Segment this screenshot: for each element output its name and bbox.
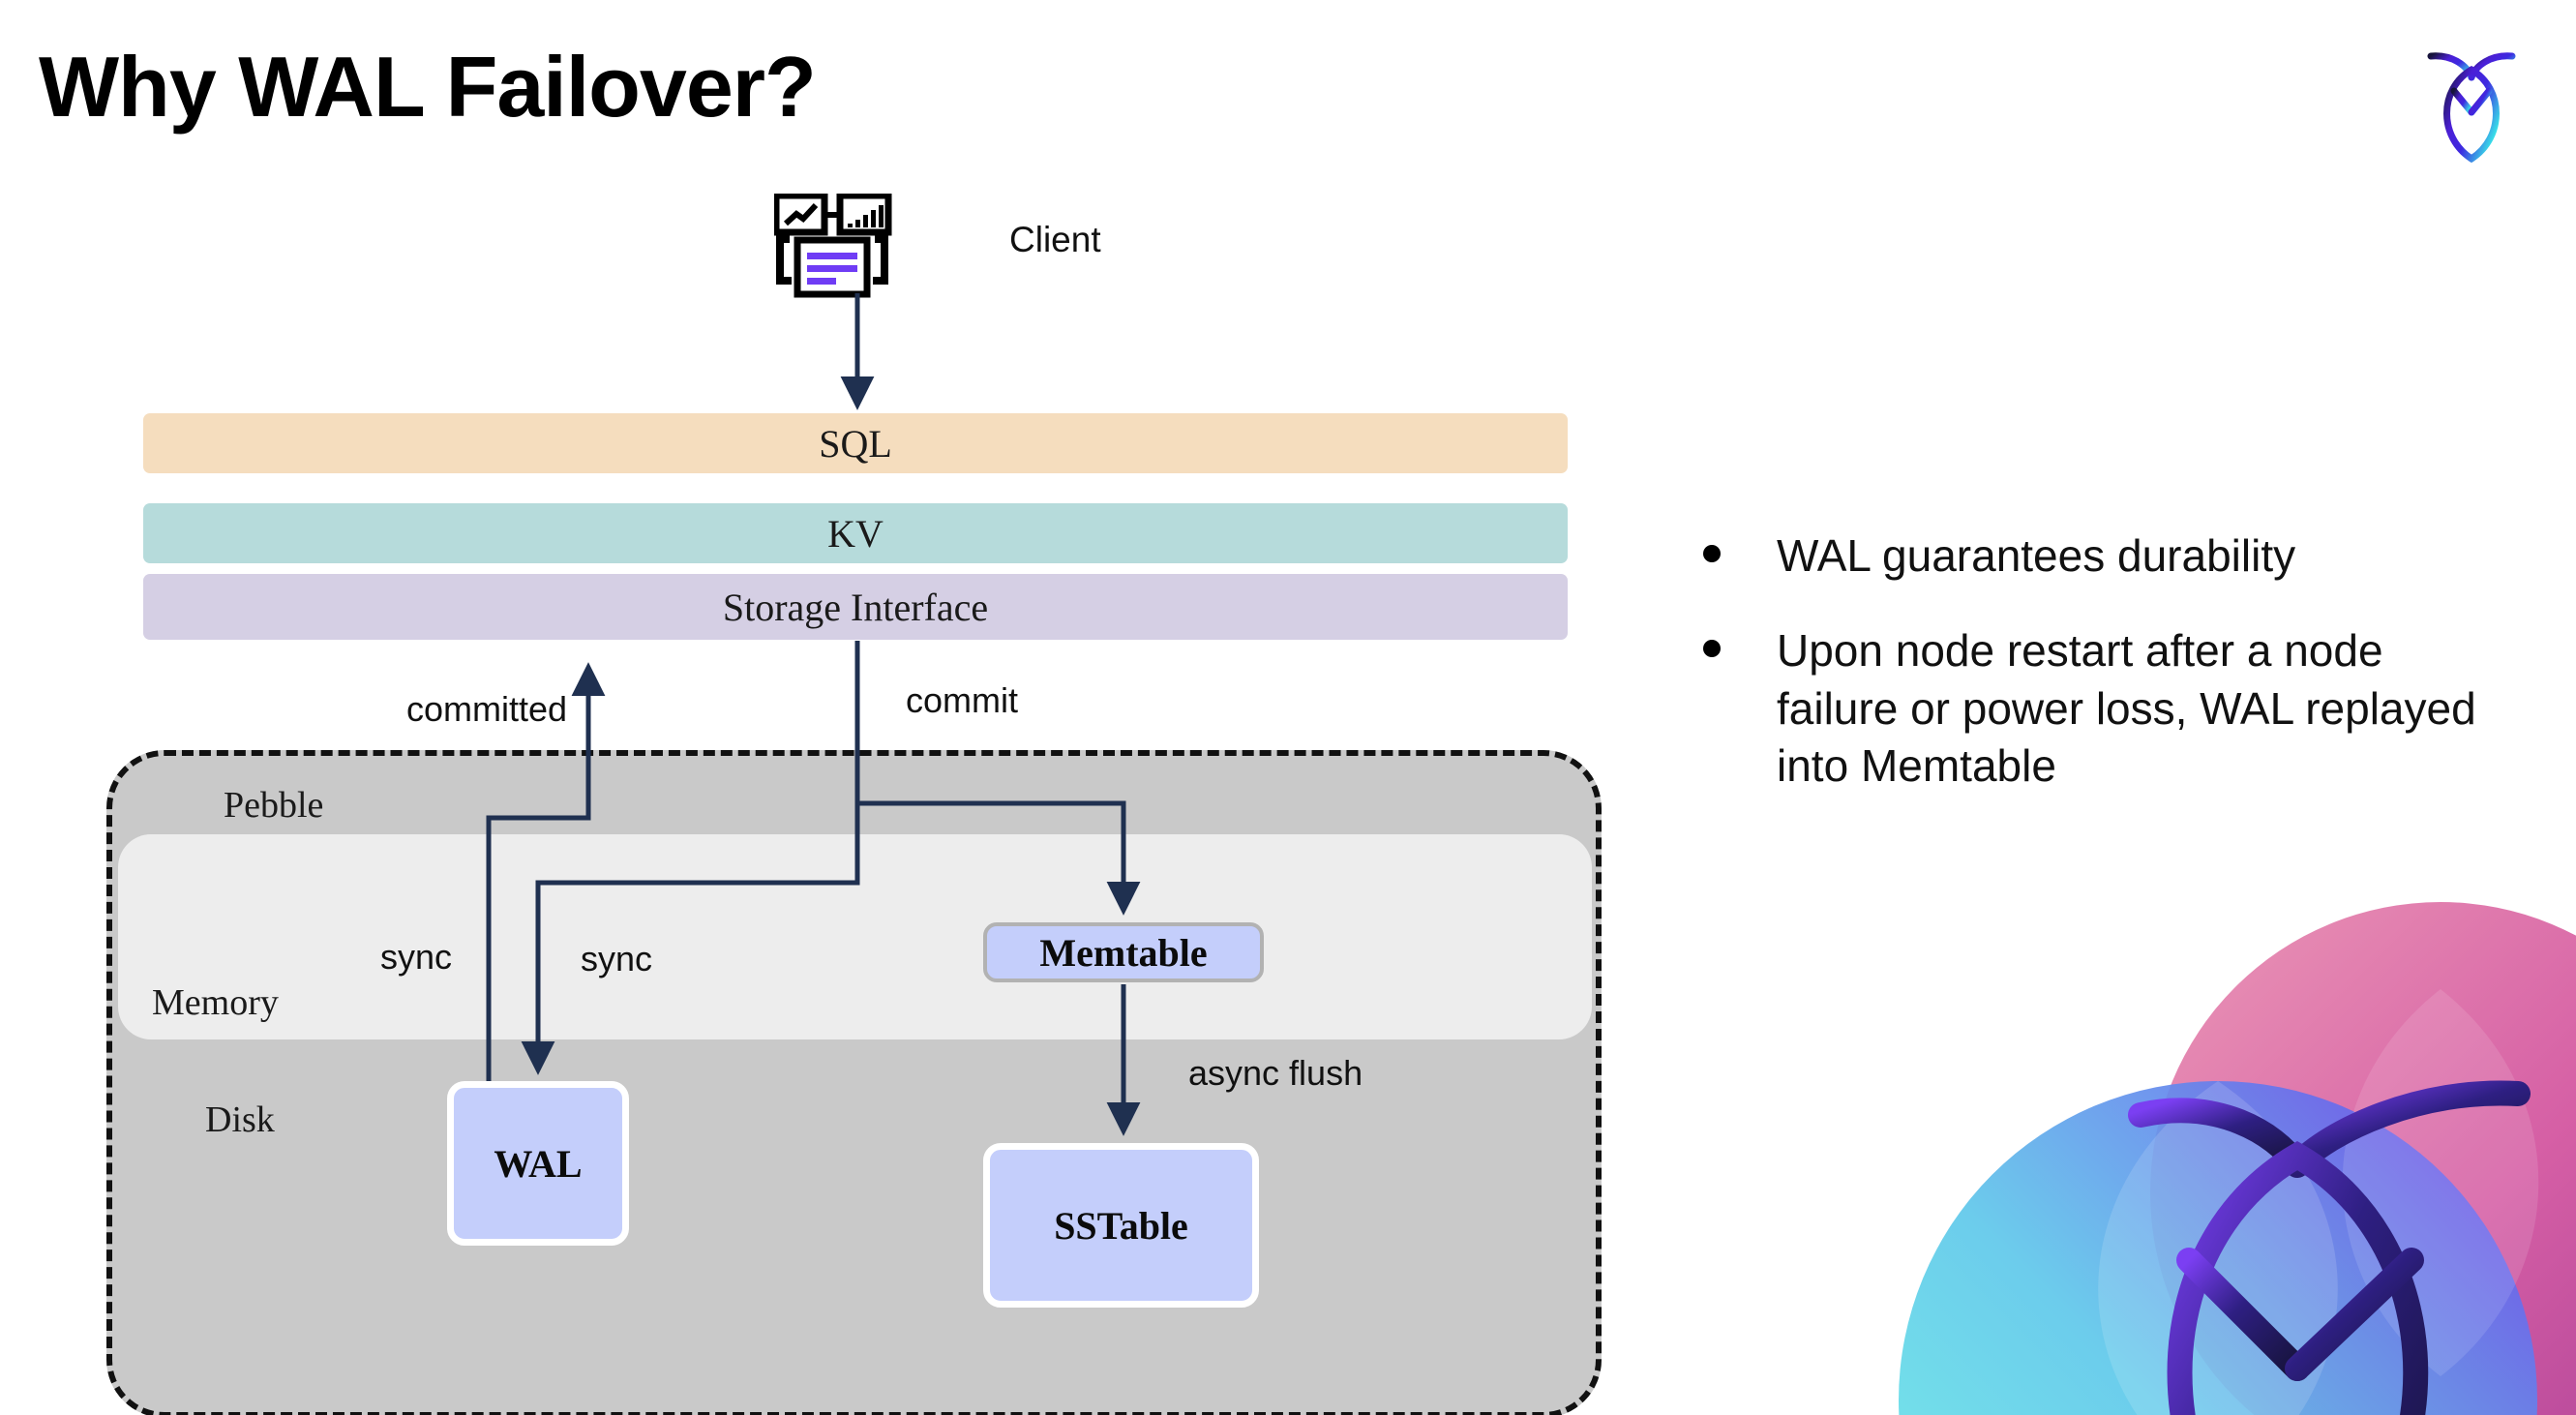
list-item: WAL guarantees durability [1703, 527, 2506, 586]
layer-bar-storage-interface-label: Storage Interface [722, 585, 989, 629]
bullet-list: WAL guarantees durability Upon node rest… [1703, 527, 2506, 832]
layer-bar-sql-label: SQL [819, 421, 892, 466]
disk-label: Disk [205, 1099, 275, 1140]
memory-label: Memory [152, 982, 279, 1023]
memory-zone [118, 834, 1592, 1039]
client-terminal-icon [774, 194, 892, 298]
edge-label-async-flush: async flush [1188, 1053, 1363, 1093]
bullet-dot-icon [1703, 639, 1721, 657]
bullet-text: Upon node restart after a node failure o… [1777, 624, 2476, 792]
decorative-corner-artwork [1899, 902, 2576, 1415]
layer-bar-sql: SQL [143, 413, 1568, 473]
list-item: Upon node restart after a node failure o… [1703, 622, 2506, 796]
layer-bar-kv: KV [143, 503, 1568, 563]
cockroachdb-logo [2427, 52, 2516, 164]
edge-label-committed: committed [406, 689, 568, 729]
client-label: Client [1009, 220, 1101, 259]
box-memtable: Memtable [983, 922, 1264, 982]
bullet-text: WAL guarantees durability [1777, 530, 2296, 581]
layer-bar-storage-interface: Storage Interface [143, 574, 1568, 640]
box-wal: WAL [447, 1081, 629, 1246]
edge-label-sync-2: sync [581, 939, 653, 978]
layer-bar-kv-label: KV [827, 511, 884, 556]
edge-label-sync-1: sync [380, 937, 453, 977]
edge-label-commit: commit [906, 680, 1018, 720]
page-title: Why WAL Failover? [39, 39, 817, 135]
pebble-label: Pebble [224, 785, 324, 826]
box-sstable: SSTable [983, 1143, 1259, 1308]
bullet-dot-icon [1703, 545, 1721, 562]
